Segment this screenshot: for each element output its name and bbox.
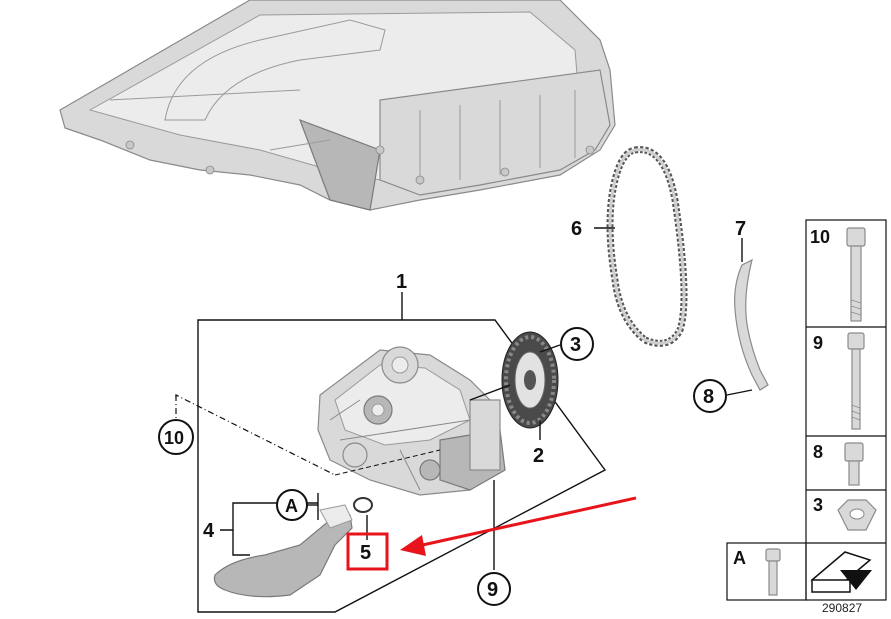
table-label-8: 8 <box>813 442 823 462</box>
chain-guide <box>734 258 769 391</box>
table-label-9: 9 <box>813 333 823 353</box>
mounting-arrow-icon <box>810 551 872 593</box>
label-9: 9 <box>487 579 498 601</box>
callout-9-circle <box>477 572 511 606</box>
label-6: 6 <box>571 218 582 240</box>
fastener-table: 10 9 8 3 A <box>726 219 887 601</box>
leader-lines <box>175 227 753 570</box>
label-4: 4 <box>203 520 215 542</box>
label-10: 10 <box>164 428 184 448</box>
red-arrow <box>400 496 637 556</box>
label-7: 7 <box>735 218 746 240</box>
oil-pickup-tube <box>213 504 353 598</box>
table-label-a: A <box>733 548 746 568</box>
label-5: 5 <box>360 542 371 564</box>
screw-icon <box>765 548 781 596</box>
assembly-frame <box>197 319 607 613</box>
o-ring <box>353 497 373 513</box>
table-label-10: 10 <box>810 227 830 247</box>
callout-8-circle <box>693 379 727 413</box>
hex-nut-icon <box>837 499 877 531</box>
highlight-box <box>346 532 389 571</box>
oil-pump <box>317 346 506 496</box>
label-1: 1 <box>396 271 407 293</box>
callout-a-circle <box>276 489 308 521</box>
callout-3-circle <box>560 327 594 361</box>
long-bolt-icon <box>847 332 865 430</box>
label-8: 8 <box>703 386 714 408</box>
label-2: 2 <box>533 445 544 467</box>
long-bolt-icon <box>846 227 866 322</box>
sprocket <box>501 331 559 429</box>
label-3: 3 <box>570 334 581 356</box>
reference-number: 290827 <box>822 601 862 615</box>
callout-10-circle <box>158 419 194 455</box>
label-a: A <box>285 496 298 516</box>
oil-pan <box>59 0 616 211</box>
timing-chain <box>606 146 688 347</box>
short-bolt-icon <box>844 442 864 486</box>
table-label-3: 3 <box>813 495 823 515</box>
